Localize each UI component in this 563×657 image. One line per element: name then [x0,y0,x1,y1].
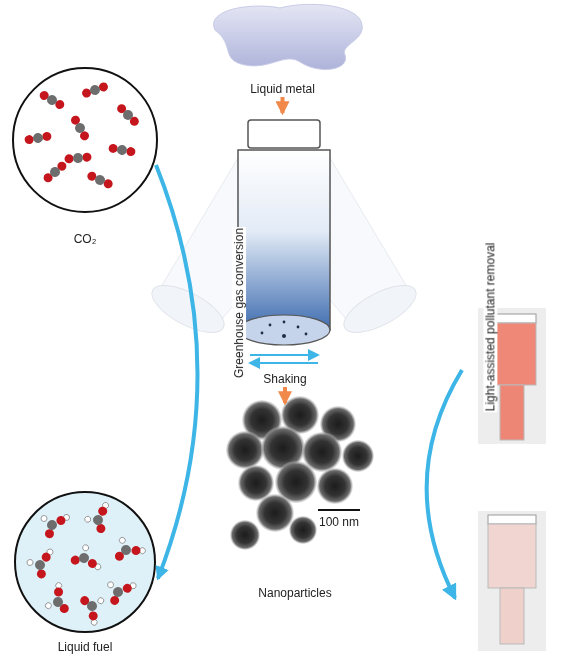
edge-label: Greenhouse gas conversion [232,227,246,379]
liquid-fuel-node: Liquid fuel [10,486,160,654]
process-label: Light-assisted pollutant removal [483,241,497,412]
flow-arrow [156,165,198,578]
nanoparticle-node: Nanoparticles [215,404,375,600]
scale-bar [318,509,360,511]
node-label: Liquid metal [250,82,315,96]
co2-circle [13,68,157,212]
flow-arrow [283,387,287,403]
node-label: Nanoparticles [258,586,331,600]
flow-arrow [281,97,285,113]
liquid-metal-blob [214,4,363,69]
pollutant-arrow [427,370,462,598]
node-label: Shaking [263,372,306,386]
liquid-fuel-circle [15,492,155,632]
nanoparticles [226,396,374,550]
cuvette-after [478,511,546,651]
bottle [238,120,330,345]
shake-arrows [250,355,318,363]
node-label: CO₂ [74,232,97,246]
bottle-node: Shaking [150,114,420,386]
co2-node: CO₂ [10,66,160,246]
scale-label: 100 nm [318,515,360,529]
node-label: Liquid fuel [58,640,113,654]
liquid-metal-node: Liquid metal [200,0,365,96]
